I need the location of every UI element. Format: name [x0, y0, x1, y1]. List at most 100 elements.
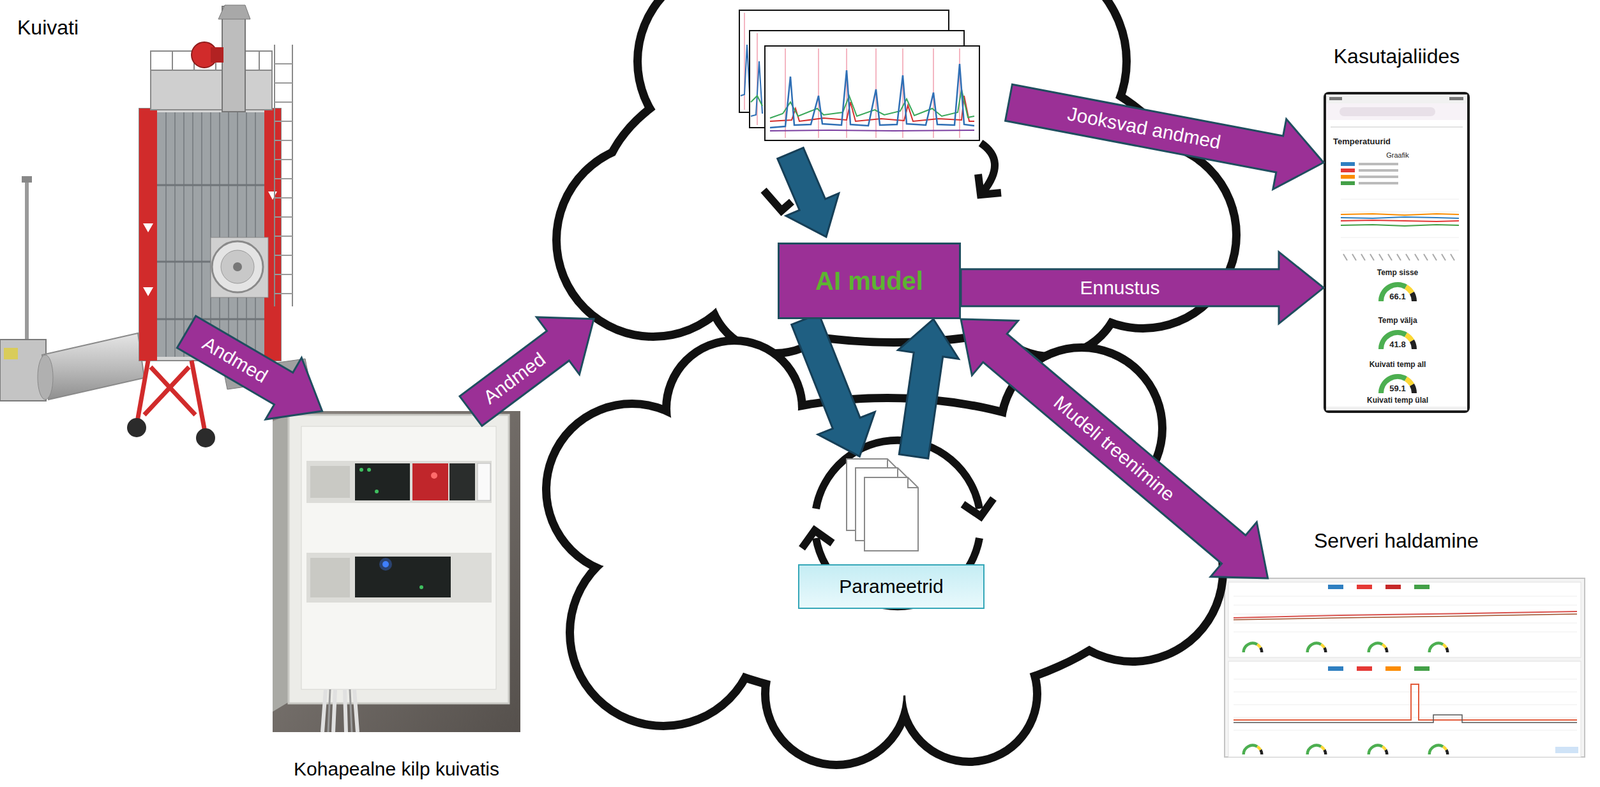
block-arrow	[459, 317, 594, 426]
phone-screenshot	[1381, 284, 1415, 302]
cloud-outline	[560, 0, 1233, 353]
chart-stack	[740, 44, 750, 96]
cloud-lobe	[573, 543, 753, 723]
phone-screenshot	[1340, 168, 1355, 173]
server-dashboard-screenshot	[1555, 747, 1579, 754]
phone-screenshot	[1340, 213, 1459, 216]
control-panel-photo	[359, 467, 364, 472]
control-panel-photo	[306, 552, 492, 603]
dryer-illustration	[127, 418, 147, 438]
server-dashboard-screenshot	[1414, 666, 1430, 672]
chart-stack	[769, 63, 975, 128]
phone-screenshot	[1381, 332, 1415, 350]
block-arrow	[176, 316, 322, 420]
control-panel-node: Kohapealne kilp kuivatis	[272, 411, 521, 733]
document-stack-icon	[864, 477, 919, 551]
cloud-lobe	[905, 630, 1034, 758]
process-box: AI mudel	[777, 242, 961, 320]
cloud-outline	[550, 344, 1219, 762]
cloud-lobe	[918, 0, 1123, 164]
cycle-arrow-symbol	[763, 190, 792, 211]
server-dashboard-screenshot	[1368, 643, 1388, 653]
dryer-illustration	[143, 191, 278, 297]
dryer-illustration	[3, 347, 18, 360]
control-panel-photo	[322, 689, 358, 733]
cloud-lobe	[606, 44, 1182, 339]
dryer-illustration	[42, 333, 145, 400]
phone-screenshot	[1330, 126, 1463, 128]
box-label: Parameetrid	[798, 564, 985, 610]
document-stack-icon	[907, 477, 919, 488]
document-stack-icon	[846, 459, 898, 531]
cloud-lobe	[619, 402, 1156, 696]
parameter-box: Parameetrid	[798, 456, 985, 610]
chart-stack	[739, 10, 980, 141]
dryer-illustration	[0, 5, 310, 448]
node-heading: Kasutajaliides	[1333, 44, 1460, 69]
screen-text: 41.8	[1389, 340, 1406, 350]
cloud-lobe	[641, 0, 827, 154]
cloud-lobe	[670, 344, 799, 473]
edge-label: Mudeli treenimine	[1049, 391, 1180, 506]
server-dashboard-screenshot	[1228, 582, 1581, 658]
chart-stack	[750, 95, 763, 106]
phone-screenshot	[1340, 220, 1459, 222]
control-panel-photo	[379, 558, 393, 571]
cloud-lobe	[1053, 145, 1233, 325]
phone-screenshot	[1358, 181, 1399, 185]
server-dashboard-screenshot	[1233, 684, 1578, 721]
cloud-lobe	[550, 407, 714, 572]
control-panel-photo	[430, 472, 438, 479]
control-panel-photo	[367, 467, 371, 472]
phone-screenshot	[1323, 91, 1470, 414]
dryer-illustration	[233, 262, 242, 272]
screen-text: 66.1	[1389, 292, 1406, 302]
dryer-illustration	[136, 360, 206, 436]
control-panel-photo	[310, 558, 350, 598]
cloud-lobe	[560, 147, 746, 333]
cloud-lobe	[619, 402, 1156, 696]
cloud-lobe	[755, 0, 979, 112]
phone-screenshot	[1358, 169, 1399, 172]
phone-screenshot	[1340, 199, 1459, 251]
server-dashboard-screenshot	[1224, 578, 1585, 758]
dryer-illustration	[37, 354, 53, 400]
phone-screenshot	[1449, 97, 1464, 101]
chart-stack	[756, 33, 758, 126]
screen-text: Temp sisse	[1377, 268, 1419, 278]
cycle-arrow-symbol	[815, 440, 980, 509]
cloud-lobe	[755, 0, 979, 112]
cloud-lobe	[641, 0, 827, 154]
phone-screenshot	[1381, 376, 1415, 394]
dryer-illustration	[157, 112, 265, 357]
server-dashboard-screenshot	[1429, 745, 1449, 755]
control-panel-photo	[272, 411, 521, 733]
control-panel-photo	[477, 463, 491, 501]
document-stack-icon	[846, 459, 919, 551]
server-dashboard-screenshot	[1385, 666, 1401, 672]
screen-text: Temperatuurid	[1333, 137, 1391, 147]
phone-screenshot	[1358, 162, 1399, 166]
control-panel-photo	[354, 463, 410, 501]
document-stack-icon	[887, 459, 898, 470]
phone-screenshot	[1339, 107, 1436, 117]
edge-label: Jooksvad andmed	[1065, 102, 1223, 154]
server-dashboard-screenshot	[1233, 715, 1578, 723]
screen-text: 59.1	[1389, 384, 1406, 394]
phone-screenshot	[1326, 94, 1468, 104]
cycle-arrow-symbol	[978, 174, 1002, 195]
cloud-lobe	[1046, 485, 1219, 658]
cloud-lobe	[560, 147, 746, 333]
phone-screenshot	[1340, 224, 1459, 227]
phone-screenshot	[1329, 97, 1343, 101]
edge-label: Andmed	[198, 332, 272, 388]
control-panel-photo	[310, 466, 350, 499]
dryer-illustration	[21, 176, 32, 183]
dryer-illustration	[139, 108, 158, 361]
cloud-shape: Parameetrid	[561, 354, 1220, 760]
phone-screenshot	[1340, 162, 1355, 167]
